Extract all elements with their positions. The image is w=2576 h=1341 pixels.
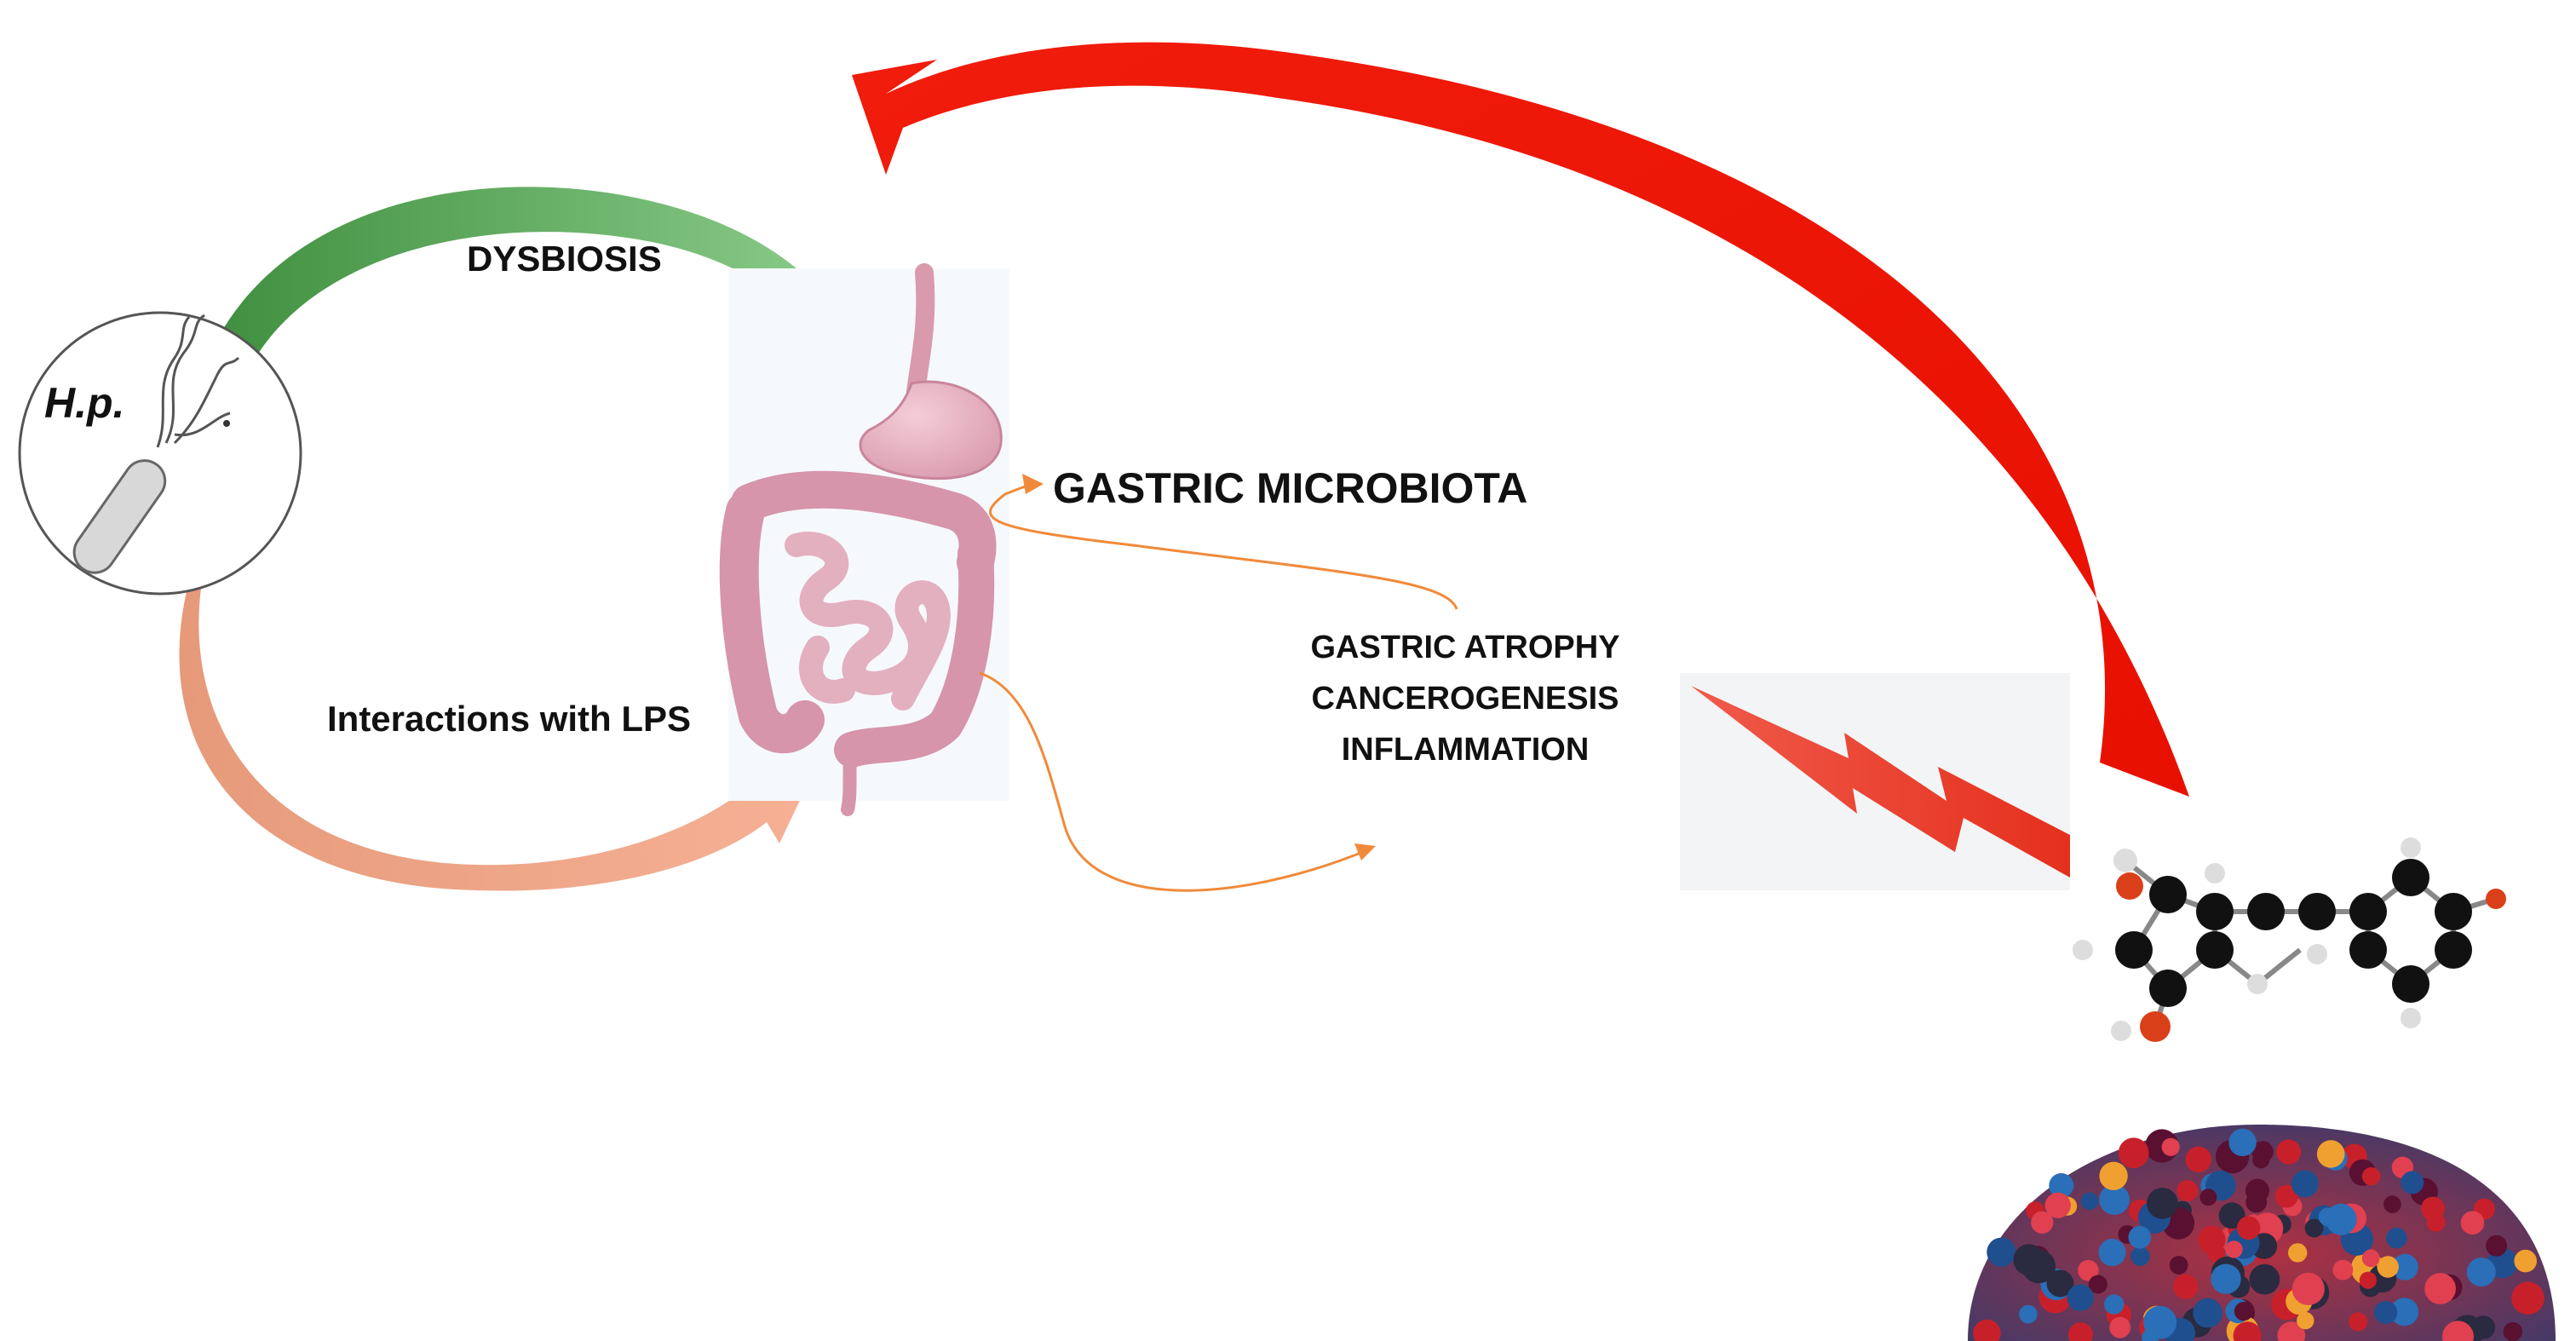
- berry: [2193, 1298, 2222, 1328]
- berry: [2118, 1137, 2149, 1169]
- berry: [2390, 1298, 2419, 1327]
- berry: [2031, 1211, 2054, 1234]
- berry: [2099, 1161, 2128, 1191]
- berry: [2068, 1322, 2093, 1341]
- berry: [2359, 1271, 2377, 1289]
- berry: [2304, 1218, 2324, 1238]
- berry: [2019, 1304, 2038, 1324]
- berry: [2274, 1184, 2298, 1208]
- dysbiosis-arrow: [211, 187, 869, 366]
- berry: [2361, 1249, 2380, 1268]
- berry: [2147, 1188, 2178, 1219]
- berry: [2276, 1139, 2302, 1165]
- berry: [2386, 1227, 2407, 1249]
- berry: [2098, 1239, 2126, 1267]
- berry: [1973, 1319, 2001, 1341]
- lps-interaction-label: Interactions with LPS: [327, 699, 692, 739]
- berry: [2143, 1305, 2177, 1339]
- berry: [2078, 1259, 2099, 1281]
- berry: [2049, 1173, 2074, 1198]
- microbiota-link-arrow: [989, 474, 1458, 610]
- berry: [2332, 1259, 2354, 1281]
- berry: [2245, 1191, 2268, 1213]
- berry: [2233, 1321, 2262, 1341]
- gastric-microbiota-label: GASTRIC MICROBIOTA: [1053, 464, 1528, 512]
- berry: [2109, 1316, 2131, 1338]
- berry: [2099, 1184, 2130, 1215]
- berry: [2225, 1240, 2243, 1258]
- berry: [2198, 1226, 2226, 1254]
- dysbiosis-label: DYSBIOSIS: [467, 239, 662, 279]
- berry: [2211, 1263, 2241, 1294]
- berry: [2486, 1235, 2508, 1257]
- berry: [2391, 1253, 2418, 1281]
- berry: [2128, 1225, 2152, 1249]
- berry: [2104, 1294, 2125, 1315]
- berry: [2228, 1128, 2257, 1157]
- berry: [2511, 1281, 2544, 1315]
- berry: [2236, 1216, 2261, 1240]
- lightning-bolt-icon: [1680, 673, 2070, 890]
- berries-image: [1968, 1125, 2556, 1341]
- berry: [2460, 1211, 2485, 1235]
- berry: [2021, 1249, 2056, 1284]
- berry: [2277, 1321, 2306, 1341]
- berry: [2442, 1321, 2474, 1341]
- berry: [2349, 1312, 2368, 1332]
- effect-gastric-atrophy: GASTRIC ATROPHY: [1310, 630, 1620, 665]
- berry: [2067, 1284, 2094, 1311]
- berry: [2471, 1315, 2496, 1339]
- berry: [2176, 1180, 2199, 1201]
- berry: [2291, 1272, 2325, 1305]
- berry: [2234, 1302, 2253, 1321]
- berry: [2080, 1192, 2099, 1211]
- berry: [2374, 1301, 2398, 1325]
- effect-cancerogenesis: CANCEROGENESIS: [1311, 681, 1619, 717]
- berry: [2291, 1170, 2319, 1198]
- berry: [2503, 1321, 2522, 1341]
- berry: [2169, 1256, 2188, 1275]
- effects-list: GASTRIC ATROPHY CANCEROGENESIS INFLAMMAT…: [1278, 622, 1653, 775]
- digestive-system-icon: [719, 263, 1009, 816]
- berry: [2361, 1167, 2381, 1186]
- berry: [2316, 1140, 2345, 1168]
- berry: [2185, 1146, 2212, 1173]
- berry: [2377, 1256, 2399, 1278]
- berry: [2252, 1151, 2270, 1169]
- berry: [2173, 1274, 2199, 1299]
- berry: [2199, 1188, 2217, 1206]
- berry: [2466, 1258, 2496, 1287]
- berry: [2130, 1246, 2150, 1266]
- berry: [2044, 1192, 2071, 1218]
- berry: [2288, 1243, 2308, 1263]
- effect-inflammation: INFLAMMATION: [1341, 732, 1590, 768]
- berry: [2325, 1203, 2357, 1235]
- pathogen-label: H.p.: [44, 379, 125, 427]
- berry: [2046, 1269, 2074, 1298]
- berry: [2161, 1137, 2180, 1156]
- bacterium-icon: [18, 311, 302, 596]
- polyphenol-molecule-icon: [2073, 837, 2506, 1042]
- berry: [2297, 1311, 2314, 1330]
- effects-link-arrow: [979, 671, 1376, 892]
- berry: [2249, 1263, 2280, 1295]
- berry: [2421, 1196, 2445, 1221]
- berry: [1987, 1237, 2016, 1267]
- berry: [2383, 1195, 2401, 1213]
- berry: [2424, 1273, 2457, 1304]
- berry: [2088, 1275, 2107, 1294]
- berry: [2514, 1249, 2537, 1273]
- berry: [2401, 1171, 2424, 1194]
